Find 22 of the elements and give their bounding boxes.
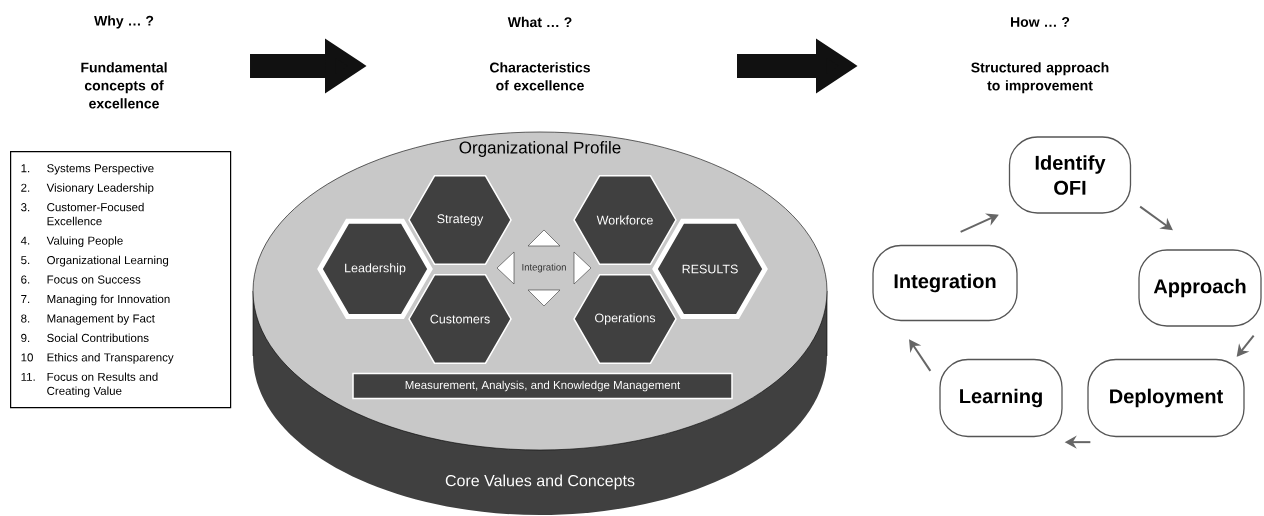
rounded-box: Identify OFI <box>1008 136 1132 214</box>
rounded-box: Deployment <box>1087 358 1245 438</box>
numbered-list-box: 1. Systems Perspective 2. Visionary Leadership 3. Customer-Focused Excellence 4. Valuing People 5. Organizational Learning 6. Focus on Success 7. Managing for Innovation 8. Management by Fact 9. Social Contributions 10 Ethics and Transparency 11. Focus on Results and Creating Value <box>10 151 232 409</box>
hexagon: Workforce <box>573 175 677 265</box>
arrow <box>1236 334 1255 357</box>
question-heading: What … ? <box>507 16 572 28</box>
column-heading: Structured approach to improvement <box>971 62 1109 94</box>
hexagon: Operations <box>573 274 677 364</box>
rounded-box: Approach <box>1138 249 1262 327</box>
column-heading: Characteristics of excellence <box>490 62 590 91</box>
integration-label: Integration <box>522 263 566 273</box>
rounded-box: Learning <box>939 358 1063 438</box>
hexagon: Strategy <box>408 175 512 265</box>
banner-bar: Measurement, Analysis, and Knowledge Management <box>352 372 733 400</box>
question-heading: How … ? <box>1011 17 1070 27</box>
question-heading: Why … ? <box>94 15 154 29</box>
arrow <box>1139 205 1173 231</box>
rounded-box: Integration <box>872 244 1018 322</box>
column-heading: Fundamental concepts of excellence <box>81 62 167 109</box>
hexagon: Customers <box>408 274 512 364</box>
node-label: Organizational Profile <box>459 141 621 157</box>
arrow <box>909 339 932 372</box>
